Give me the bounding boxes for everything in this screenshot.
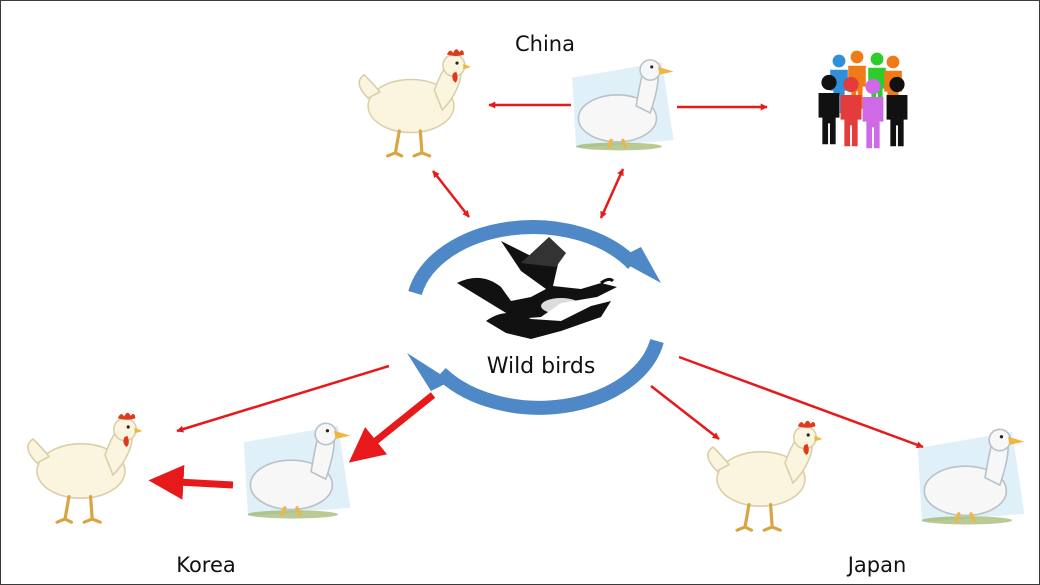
people-group-icon (819, 51, 908, 149)
duck-icon (244, 423, 351, 518)
label-japan: Japan (846, 553, 907, 577)
arrow-wildbirds-to-japan-chicken (651, 386, 719, 439)
arrow-wildbirds-to-korea-duck (357, 395, 433, 456)
label-korea: Korea (176, 553, 236, 577)
duck-icon (572, 60, 673, 150)
flying-geese-icon (457, 237, 617, 339)
arrow-wildbirds-to-korea-chicken (177, 366, 389, 431)
chicken-icon (708, 421, 823, 530)
arrow-chicken-wildbirds (433, 171, 469, 217)
arrow-korea-duck-to-chicken (159, 481, 233, 485)
chicken-icon (359, 49, 471, 156)
arrow-duck-wildbirds (601, 169, 623, 218)
label-china: China (515, 32, 575, 56)
chicken-icon (28, 413, 143, 522)
label-wild-birds: Wild birds (487, 354, 596, 379)
duck-icon (918, 429, 1025, 524)
